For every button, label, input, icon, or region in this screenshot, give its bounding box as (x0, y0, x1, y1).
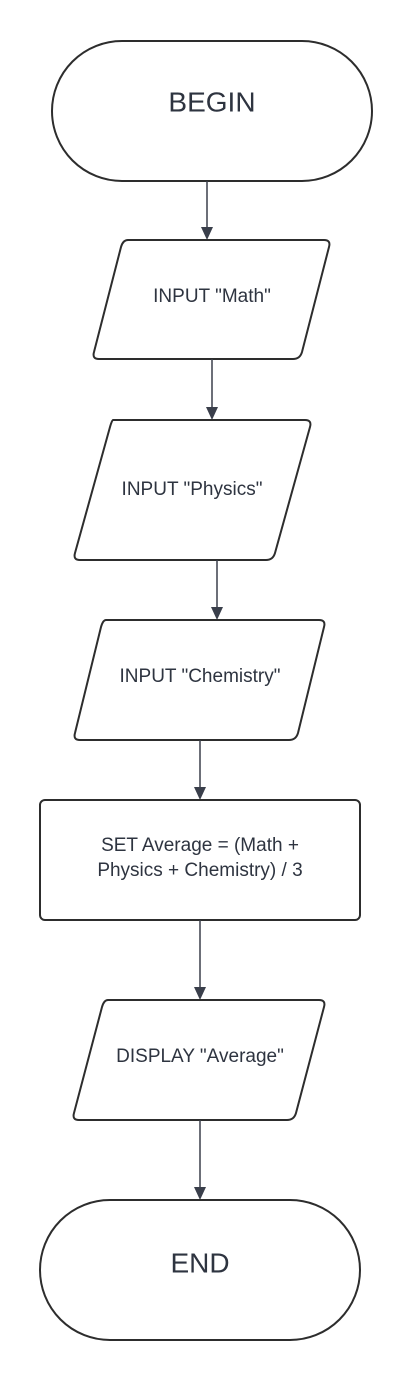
set-average-label-line2: Physics + Chemistry) / 3 (97, 860, 302, 881)
input-physics-parallelogram (73, 419, 312, 561)
display-average-node[interactable]: DISPLAY "Average" (72, 999, 326, 1121)
end-node[interactable]: END (39, 1199, 361, 1341)
begin-node[interactable]: BEGIN (51, 40, 373, 182)
arrowhead-icon (194, 1187, 206, 1200)
input-chemistry-node[interactable]: INPUT "Chemistry" (73, 619, 326, 741)
set-average-node[interactable]: SET Average = (Math + Physics + Chemistr… (39, 799, 361, 921)
input-physics-label: INPUT "Physics" (122, 479, 263, 500)
begin-label: BEGIN (168, 86, 255, 117)
input-chemistry-label: INPUT "Chemistry" (120, 666, 281, 687)
input-physics-node[interactable]: INPUT "Physics" (73, 419, 312, 561)
begin-terminator-shape (51, 40, 373, 182)
arrowhead-icon (206, 407, 218, 420)
connector-begin-to-math (201, 181, 213, 240)
set-average-label-line1: SET Average = (Math + (101, 835, 299, 856)
connector-set-to-display (194, 920, 206, 1000)
display-average-parallelogram (72, 999, 326, 1121)
input-chemistry-parallelogram (73, 619, 326, 741)
input-math-parallelogram (92, 239, 331, 360)
display-average-label: DISPLAY "Average" (116, 1046, 284, 1067)
connector-math-to-physics (206, 359, 218, 420)
connector-physics-to-chemistry (211, 560, 223, 620)
input-math-node[interactable]: INPUT "Math" (92, 239, 331, 360)
end-terminator-shape (39, 1199, 361, 1341)
arrowhead-icon (211, 607, 223, 620)
arrowhead-icon (194, 787, 206, 800)
connector-display-to-end (194, 1120, 206, 1200)
connector-chemistry-to-set (194, 740, 206, 800)
arrowhead-icon (201, 227, 213, 240)
arrowhead-icon (194, 987, 206, 1000)
end-label: END (170, 1247, 229, 1278)
input-math-label: INPUT "Math" (153, 286, 271, 307)
